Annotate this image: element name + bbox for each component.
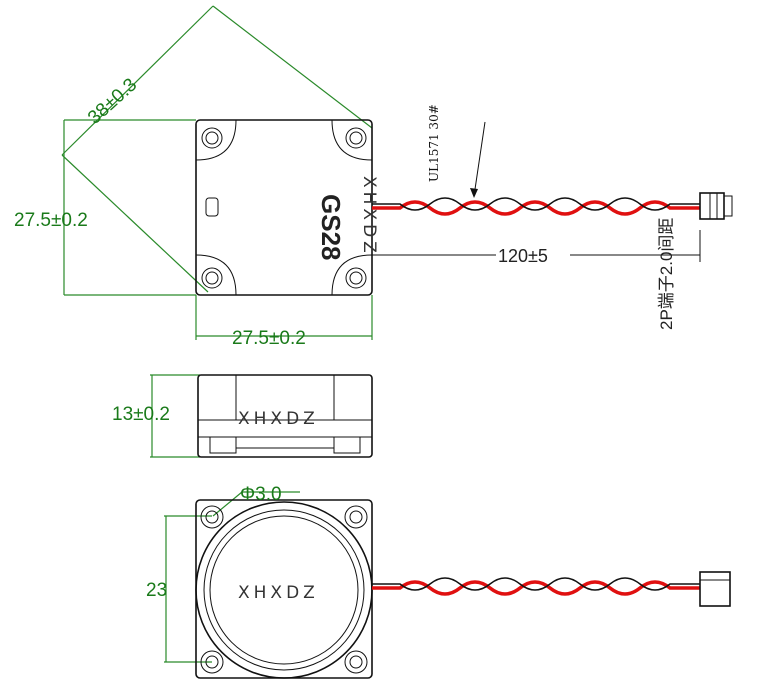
twisted-wire-top <box>372 197 700 216</box>
mount-hole-icon <box>201 127 367 289</box>
model-label: GS28 <box>316 194 346 261</box>
connector-icon <box>699 571 731 607</box>
side-brand-label: XHXDZ <box>238 409 319 429</box>
thickness-dimension: 13±0.2 <box>112 404 170 425</box>
bottom-brand-label: XHXDZ <box>238 583 319 603</box>
bottom-view: Φ3.0 23 XHXDZ <box>146 484 731 679</box>
twisted-wire-bottom <box>372 577 700 596</box>
wire-spec-label: UL1571 30# <box>427 104 441 182</box>
height-dimension: 27.5±0.2 <box>14 210 88 231</box>
connector-note: 2P端子2.0间距 <box>657 218 676 330</box>
width-dimension: 27.5±0.2 <box>232 328 306 349</box>
hole-dimension: Φ3.0 <box>240 484 282 505</box>
speaker-cone-outer <box>195 501 373 679</box>
top-view: 38±0.3 27.5±0.2 27.5±0.2 GS28 XHXDZ UL15… <box>14 5 733 349</box>
hole-pitch-dimension: 23 <box>146 580 167 601</box>
side-body-outline <box>197 374 373 458</box>
mount-hole-icon <box>200 505 368 674</box>
connector-icon <box>699 192 733 220</box>
cable-length-dimension: 120±5 <box>498 246 548 266</box>
top-brand-label: XHXDZ <box>359 176 379 257</box>
side-view: 13±0.2 XHXDZ <box>112 374 373 458</box>
